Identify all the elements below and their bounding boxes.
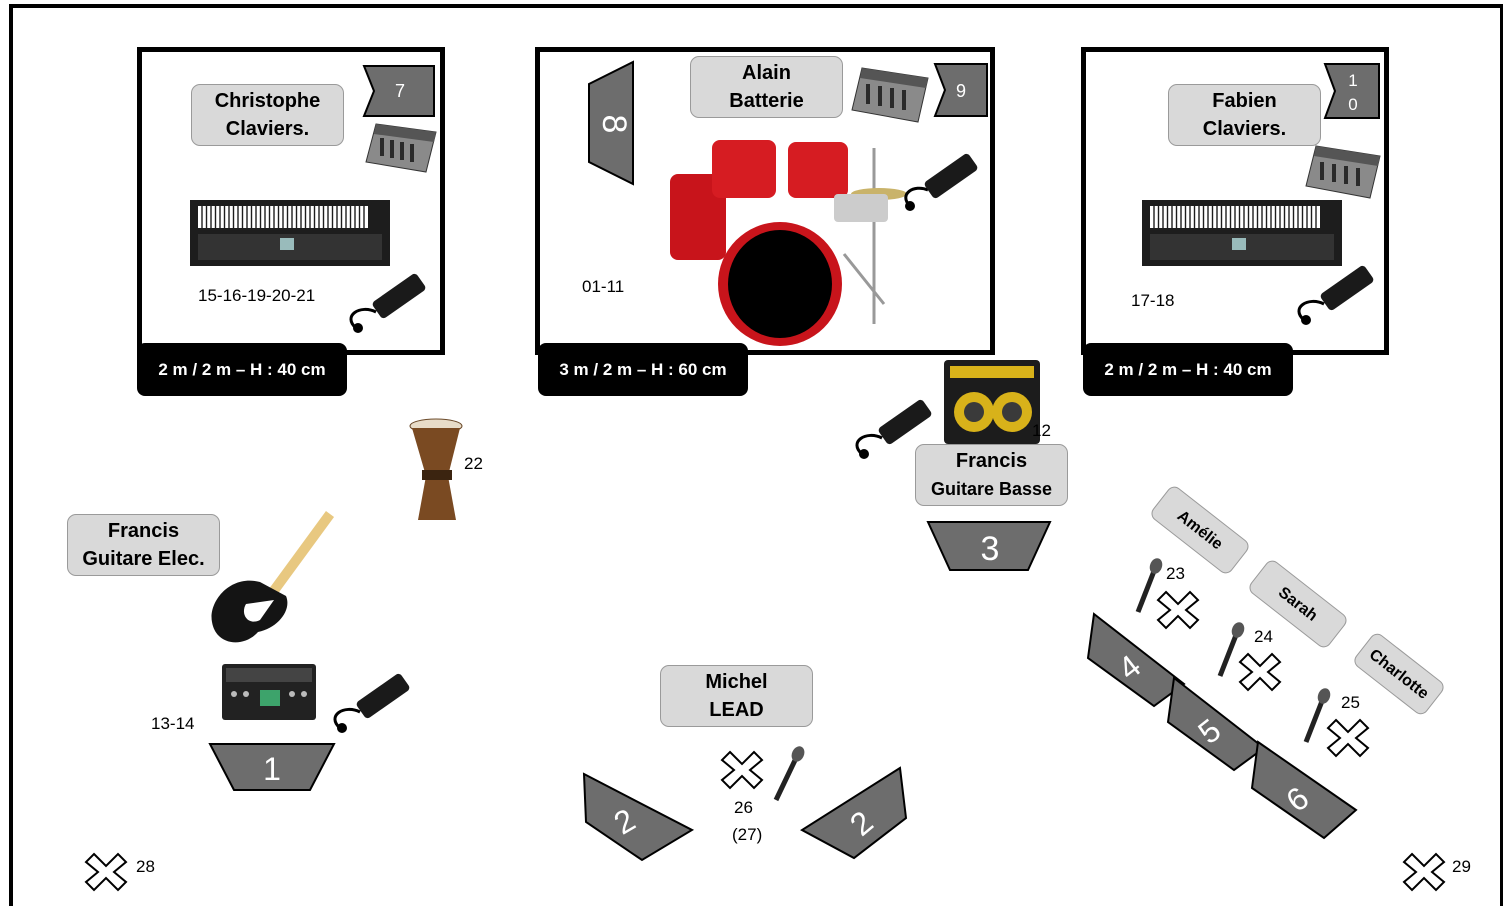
position-mark-icon <box>720 750 764 790</box>
monitor-10-icon: 1 0 <box>1323 63 1380 119</box>
monitor-1-icon: 1 <box>208 743 336 791</box>
input-numbers-keys-left: 15-16-19-20-21 <box>198 286 316 305</box>
position-mark-icon <box>1156 590 1200 630</box>
monitor-number: 8 <box>595 115 633 134</box>
djembe-icon <box>409 418 463 520</box>
input-number-sarah-mic: 24 <box>1254 627 1273 646</box>
position-mark-icon <box>1402 852 1446 892</box>
monitor-8-icon: 8 <box>588 60 634 186</box>
stage-frame <box>9 4 1503 906</box>
bass-amp-icon <box>944 360 1040 444</box>
electric-guitar-icon <box>211 511 335 643</box>
riser-dimensions: 2 m / 2 m – H : 40 cm <box>137 343 347 396</box>
monitor-6-icon: 6 <box>1250 740 1358 840</box>
monitor-number: 0 <box>1348 95 1357 114</box>
monitor-number: 9 <box>956 81 966 101</box>
input-numbers-guitar: 13-14 <box>151 714 195 733</box>
effects-pedalboard-icon <box>222 664 316 720</box>
power-strip-icon <box>904 153 978 211</box>
mark-number-left: 28 <box>136 857 155 876</box>
position-mark-icon <box>84 852 128 892</box>
monitor-3-icon: 3 <box>926 521 1052 571</box>
microphone-icon <box>1135 558 1163 613</box>
power-strip-icon <box>1297 265 1374 325</box>
monitor-number: 7 <box>395 81 405 101</box>
input-numbers-keys-right: 17-18 <box>1131 291 1175 310</box>
power-strip-icon <box>855 399 932 459</box>
input-number-lead-mic: 26 <box>734 798 753 817</box>
monitor-9-icon: 9 <box>933 63 988 117</box>
monitor-2-left-icon: 2 <box>582 772 695 862</box>
microphone-icon <box>1303 688 1331 743</box>
mark-number-right: 29 <box>1452 857 1471 876</box>
input-number-charlotte-mic: 25 <box>1341 693 1360 712</box>
microphone-icon <box>1217 622 1245 677</box>
drum-kit-icon <box>670 140 907 346</box>
input-number-bass-amp: 12 <box>1032 421 1051 440</box>
position-mark-icon <box>1326 718 1370 758</box>
microphone-icon <box>773 746 805 802</box>
mixer-icon <box>365 123 437 173</box>
monitor-4-icon: 4 <box>1086 612 1186 708</box>
power-strip-icon <box>333 673 410 733</box>
monitor-number: 1 <box>1348 71 1357 90</box>
power-strip-icon <box>349 273 426 333</box>
keyboard-icon <box>190 200 390 266</box>
monitor-5-icon: 5 <box>1166 676 1266 772</box>
keyboard-icon <box>1142 200 1342 266</box>
monitor-number: 1 <box>263 751 281 787</box>
monitor-7-icon: 7 <box>362 65 435 117</box>
riser-dimensions: 2 m / 2 m – H : 40 cm <box>1083 343 1293 396</box>
input-number-amelie-mic: 23 <box>1166 564 1185 583</box>
position-mark-icon <box>1238 652 1282 692</box>
input-number-djembe: 22 <box>464 454 483 473</box>
input-numbers-drums: 01-11 <box>582 277 625 296</box>
mixer-icon <box>851 67 929 123</box>
riser-dimensions: 3 m / 2 m – H : 60 cm <box>538 343 748 396</box>
monitor-number: 3 <box>981 530 1000 568</box>
mixer-icon <box>1305 145 1381 199</box>
monitor-2-right-icon: 2 <box>800 766 908 860</box>
input-number-lead-mic-alt: (27) <box>732 825 763 844</box>
